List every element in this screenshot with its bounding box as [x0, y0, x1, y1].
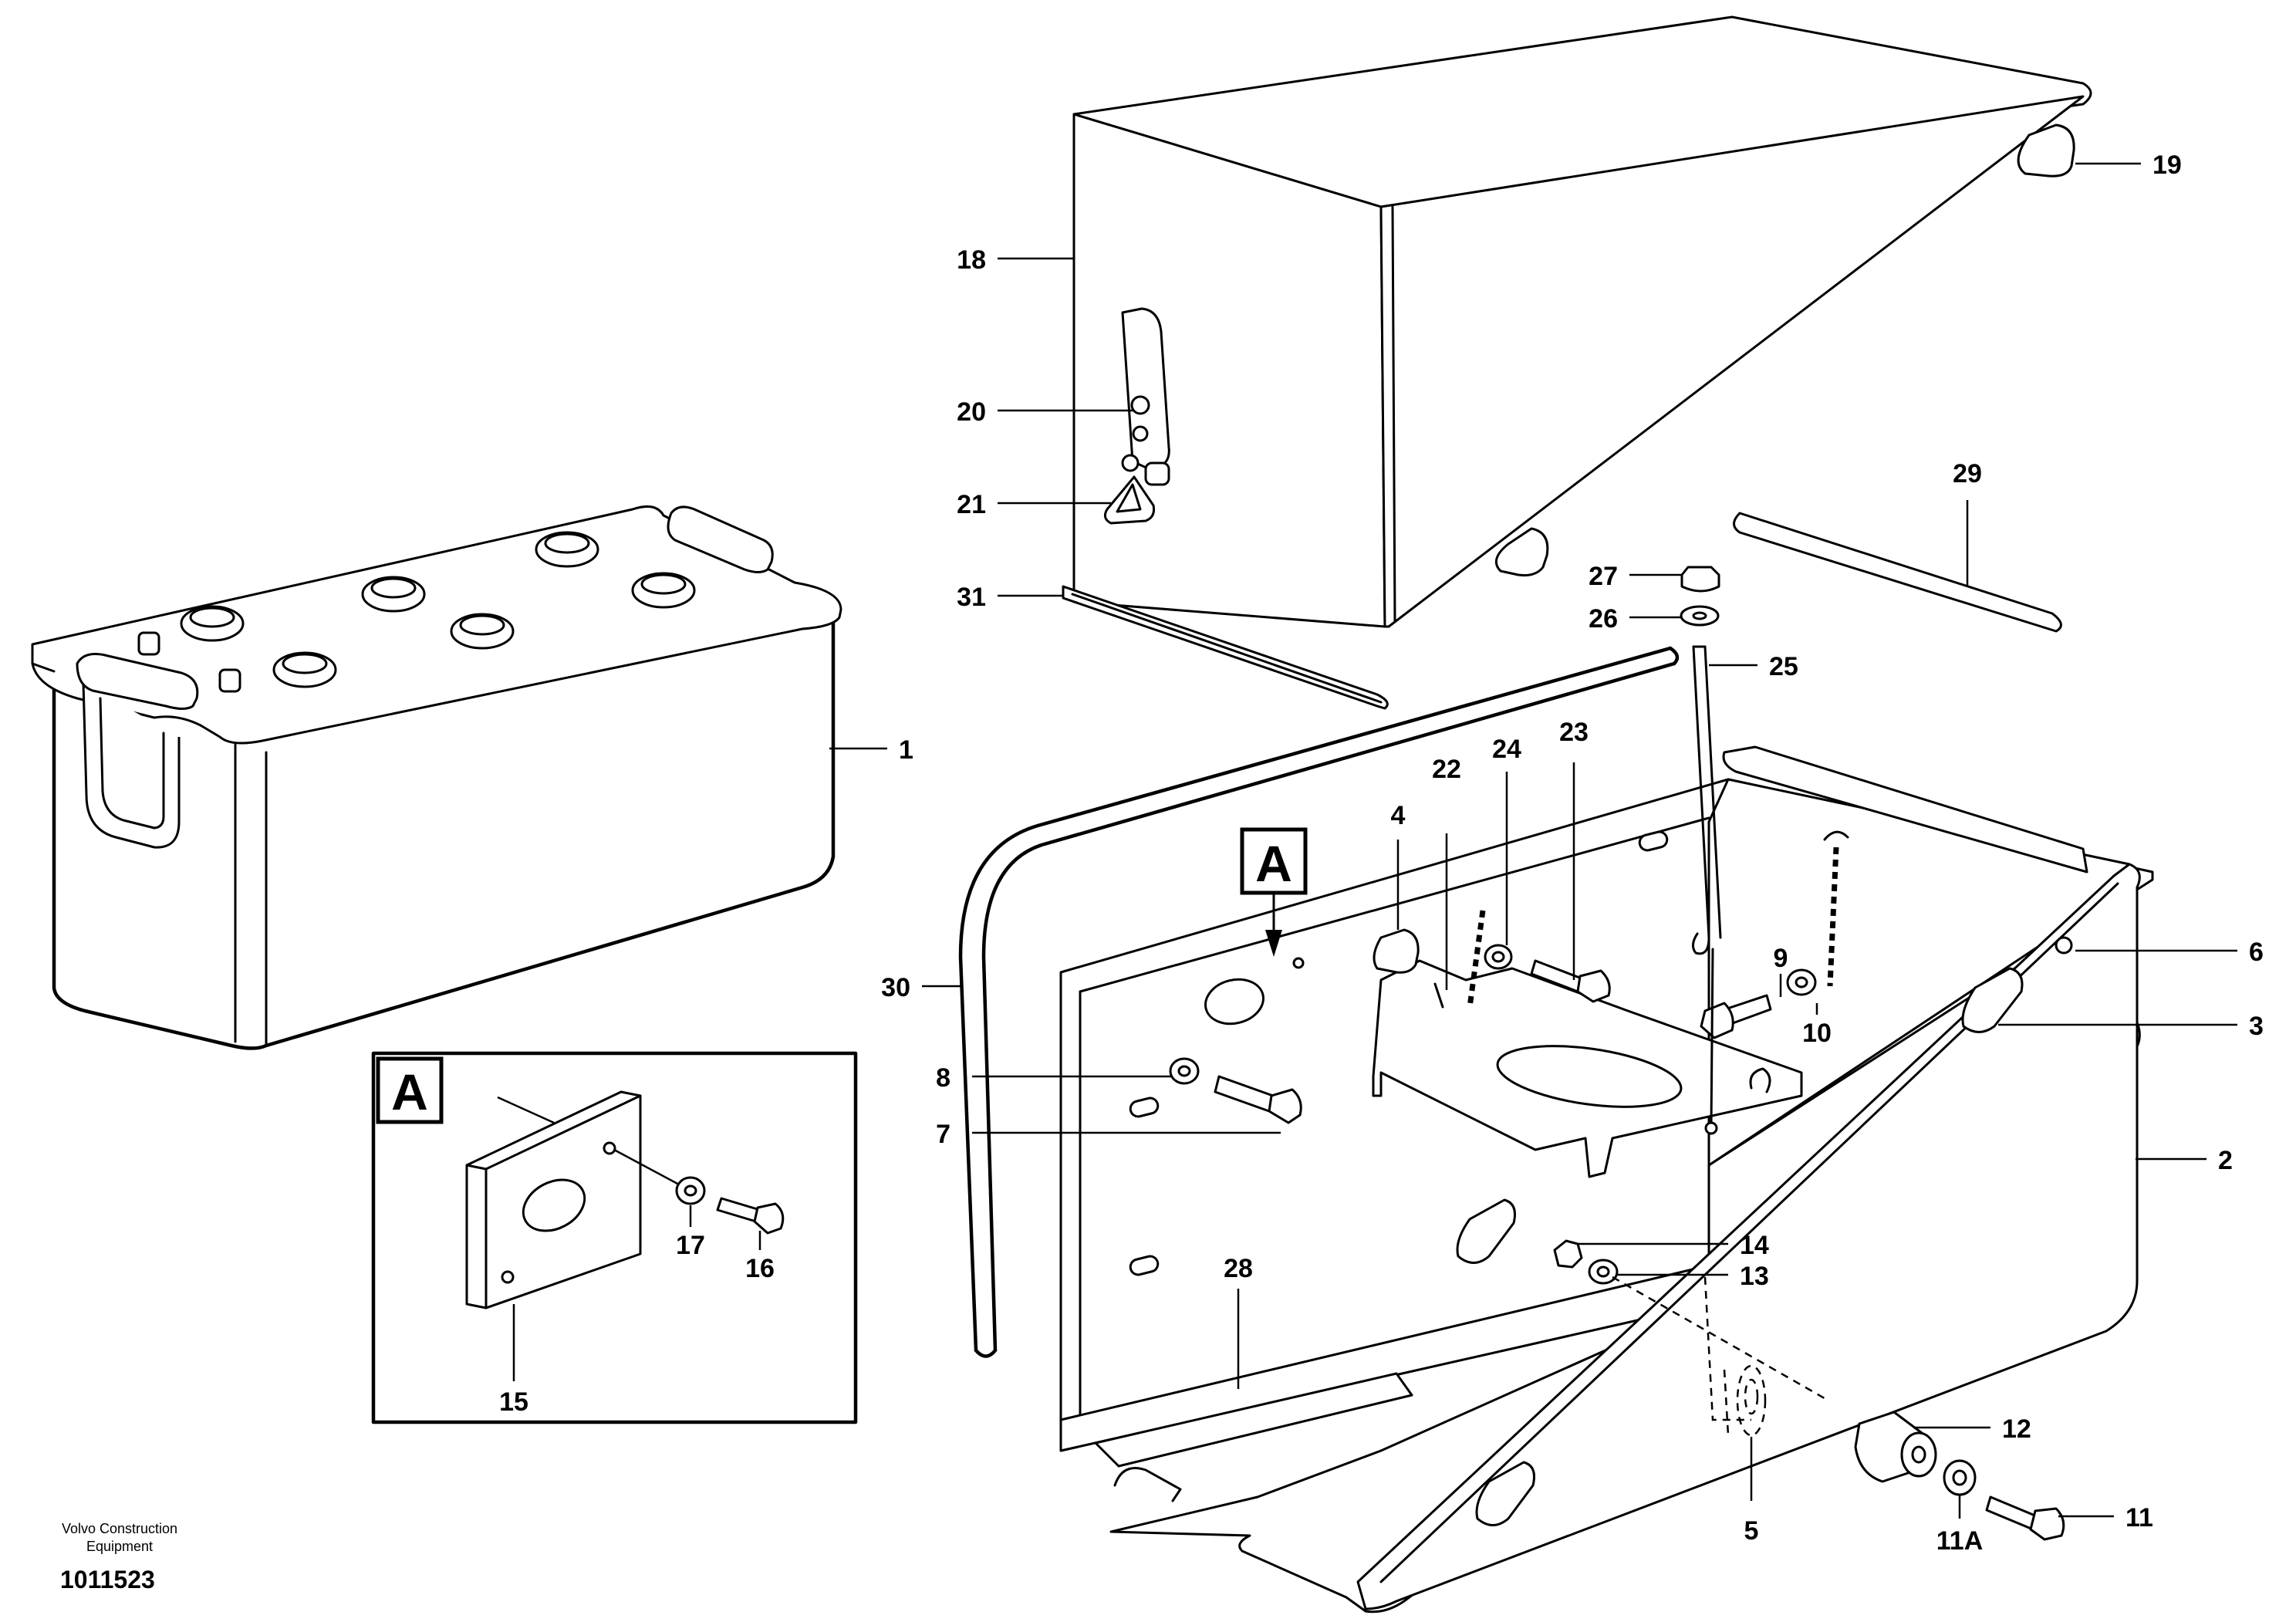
- label-part-2: 2: [2218, 1146, 2233, 1175]
- label-part-14: 14: [1740, 1231, 1769, 1260]
- battery-cover: [1072, 15, 2092, 628]
- label-part-3: 3: [2249, 1012, 2264, 1041]
- label-part-24: 24: [1492, 735, 1521, 764]
- label-part-17: 17: [676, 1231, 705, 1260]
- section-marker-a: A: [1240, 827, 1308, 957]
- label-part-11: 11: [2125, 1503, 2153, 1532]
- label-part-26: 26: [1589, 604, 1618, 634]
- label-part-9: 9: [1774, 944, 1788, 973]
- label-part-27: 27: [1589, 562, 1618, 591]
- label-part-20: 20: [957, 397, 986, 427]
- battery: [31, 505, 842, 1050]
- label-part-16: 16: [745, 1254, 775, 1283]
- detail-a-box: A: [371, 1051, 858, 1424]
- battery-box: [1059, 745, 2154, 1614]
- gasket-strip-30: [958, 646, 1673, 1353]
- label-part-22: 22: [1432, 755, 1461, 784]
- section-marker-a-label: A: [1255, 835, 1292, 892]
- battery-caps: [137, 531, 696, 693]
- detail-a-label: A: [391, 1063, 428, 1120]
- label-part-18: 18: [957, 245, 986, 275]
- label-part-7: 7: [936, 1120, 950, 1149]
- label-part-29: 29: [1953, 459, 1982, 488]
- label-part-10: 10: [1802, 1019, 1832, 1048]
- label-part-15: 15: [499, 1387, 528, 1417]
- leader-lines: [512, 162, 2237, 1519]
- rubber-strip-29: [1733, 512, 2062, 633]
- credit-line-2: Equipment: [86, 1539, 153, 1554]
- label-part-23: 23: [1559, 718, 1589, 747]
- label-part-6: 6: [2249, 938, 2264, 967]
- label-part-13: 13: [1740, 1262, 1769, 1291]
- hardware: [1169, 566, 2065, 1541]
- label-part-12: 12: [2002, 1414, 2031, 1444]
- label-part-19: 19: [2152, 150, 2182, 180]
- label-part-28: 28: [1224, 1254, 1253, 1283]
- document-number: 1011523: [60, 1566, 155, 1593]
- credit-block: Volvo Construction Equipment 1011523: [60, 1521, 177, 1593]
- label-part-11a: 11A: [1936, 1526, 1984, 1556]
- latch: [1103, 307, 1170, 525]
- label-part-21: 21: [957, 490, 986, 519]
- label-part-8: 8: [936, 1063, 950, 1093]
- part-labels: 1 2 3 4 5 6 7 8 9 10 11 11A 12 13 14 15 …: [499, 150, 2264, 1556]
- bracket-22: [1372, 959, 1803, 1178]
- label-part-1: 1: [899, 735, 913, 765]
- label-part-30: 30: [881, 973, 910, 1002]
- label-part-25: 25: [1769, 652, 1798, 681]
- label-part-31: 31: [957, 583, 986, 612]
- credit-line-1: Volvo Construction: [62, 1521, 177, 1536]
- label-part-4: 4: [1391, 801, 1406, 830]
- label-part-5: 5: [1744, 1516, 1759, 1546]
- cover-hinge: [1494, 123, 2075, 576]
